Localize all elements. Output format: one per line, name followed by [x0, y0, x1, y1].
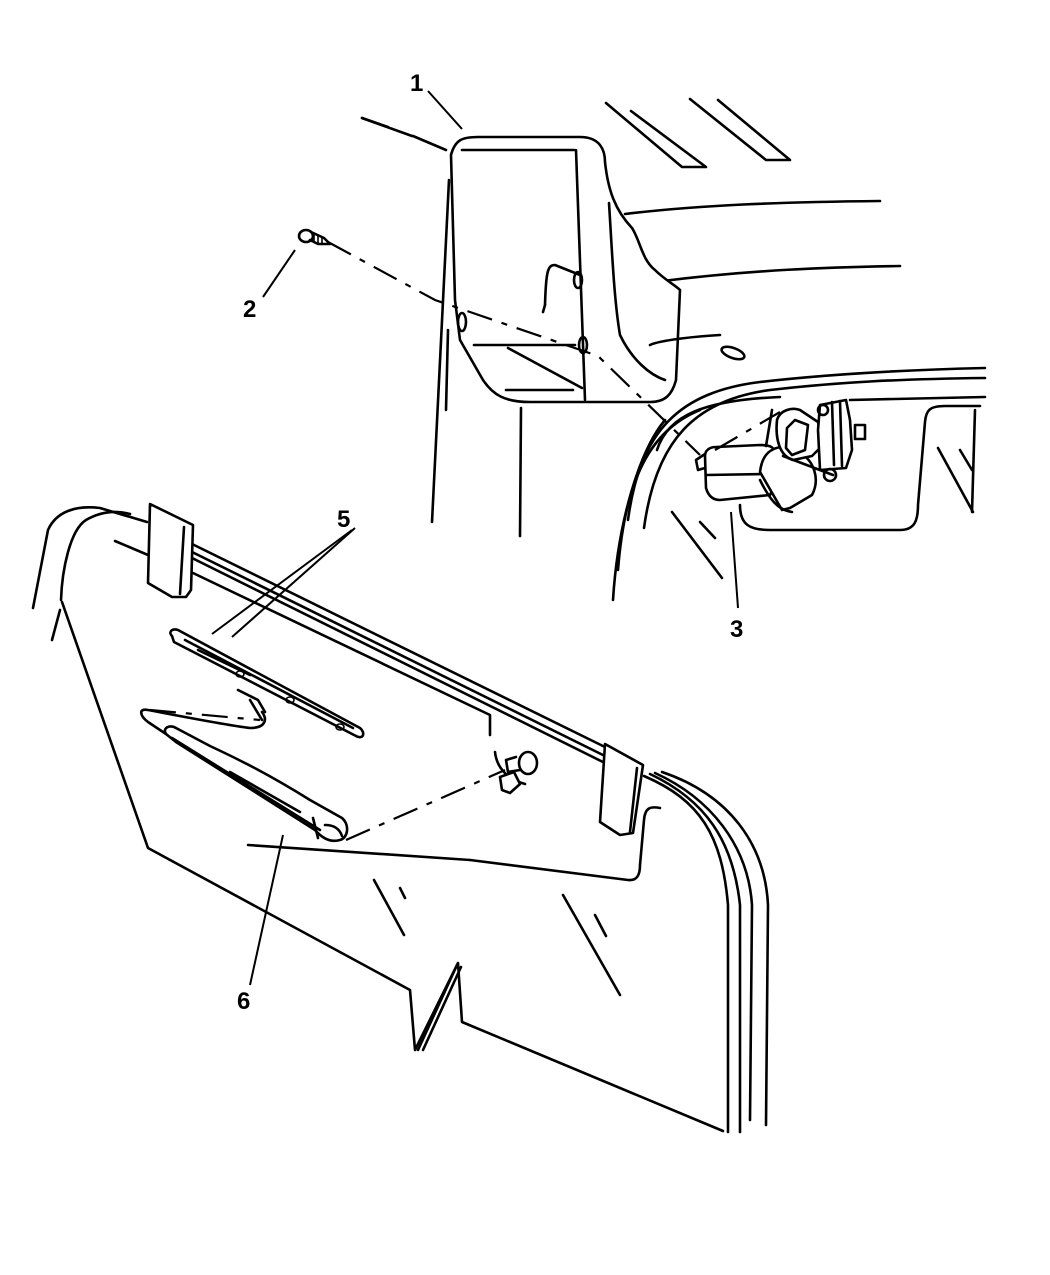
- leader-2: [262, 249, 296, 298]
- part-5-wiper-blade: [169, 628, 365, 739]
- arm-attaching-nut: [498, 750, 539, 795]
- leader-1: [427, 90, 463, 130]
- part-1-motor-cover: [449, 135, 722, 404]
- hinge-tab-right: [598, 742, 645, 837]
- assembly-lines: [149, 241, 781, 842]
- leader-lines: [211, 90, 739, 986]
- part-2-screw: [297, 228, 332, 246]
- callout-2: 2: [243, 296, 257, 323]
- callout-1: 1: [410, 70, 424, 97]
- callout-3: 3: [730, 616, 744, 643]
- part-6-wiper-arm: [139, 708, 349, 843]
- leader-5: [211, 529, 353, 635]
- hinge-tab-left: [146, 502, 195, 599]
- callout-5: 5: [337, 506, 351, 533]
- leader-3: [730, 511, 739, 609]
- callout-6: 6: [237, 988, 251, 1015]
- liftgate-glass: [31, 506, 770, 1134]
- liftgate-opening-frame: [611, 366, 987, 602]
- leader-6: [249, 834, 284, 986]
- part-3-wiper-motor: [694, 398, 867, 514]
